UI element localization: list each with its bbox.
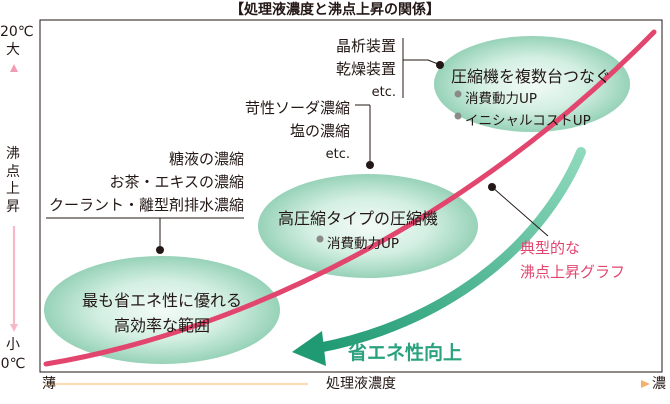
y-axis-arrow bbox=[10, 64, 18, 332]
mid-group-leader bbox=[355, 104, 371, 164]
curve-label-line: 典型的な bbox=[520, 239, 581, 257]
low-item: クーラント・離型剤排水濃縮 bbox=[48, 196, 244, 214]
y-axis-top-value: 20℃ bbox=[0, 24, 34, 40]
bullet-dot bbox=[316, 235, 324, 243]
curve-point-dot bbox=[488, 183, 496, 191]
low-item: お茶・エキスの濃縮 bbox=[109, 173, 244, 191]
y-axis-bottom-word: 小 bbox=[6, 337, 20, 353]
chart-frame bbox=[39, 19, 663, 373]
y-axis-bottom-value: 0℃ bbox=[0, 356, 26, 372]
low-group-items: 糖液の濃縮 お茶・エキスの濃縮 クーラント・離型剤排水濃縮 bbox=[49, 148, 244, 217]
high-item: etc. bbox=[371, 85, 396, 100]
mid-bubble-note: 消費動力UP bbox=[327, 236, 400, 252]
energy-saving-label: 省エネ性向上 bbox=[348, 342, 463, 364]
x-axis-right-label: 濃 bbox=[652, 376, 666, 392]
y-axis-label: 沸 点 上 昇 bbox=[0, 146, 26, 216]
x-axis-left-label: 薄 bbox=[42, 376, 56, 392]
mid-item: etc. bbox=[325, 147, 350, 162]
curve-label-leader bbox=[491, 186, 549, 237]
high-group-items: 晶析装置 乾燥装置 etc. bbox=[336, 35, 396, 104]
x-axis-arrow bbox=[44, 380, 650, 388]
low-concentration-bubble bbox=[44, 256, 280, 364]
y-axis-label-char: 沸 bbox=[6, 146, 20, 162]
y-axis-label-char: 昇 bbox=[6, 198, 20, 215]
low-group-leader bbox=[46, 217, 244, 249]
low-bubble-text: 最も省エネ性に優れる 高効率な範囲 bbox=[0, 288, 324, 338]
y-axis-top-word: 大 bbox=[6, 42, 20, 58]
mid-item: 苛性ソーダ濃縮 bbox=[244, 99, 350, 117]
mid-bubble-title: 高圧縮タイプの圧縮機 bbox=[278, 209, 439, 228]
high-group-dot bbox=[436, 61, 444, 69]
x-axis-label: 処理液濃度 bbox=[326, 376, 396, 392]
high-bubble-title: 圧縮機を複数台つなぐ bbox=[451, 67, 612, 86]
mid-group-dot bbox=[366, 161, 374, 169]
curve-label: 典型的な 沸点上昇グラフ bbox=[520, 236, 625, 284]
y-axis-label-char: 上 bbox=[6, 181, 20, 197]
low-item: 糖液の濃縮 bbox=[168, 150, 244, 168]
curve-label-line: 沸点上昇グラフ bbox=[520, 263, 626, 281]
low-bubble-line: 高効率な範囲 bbox=[113, 316, 210, 335]
energy-saving-arrow bbox=[292, 147, 586, 366]
low-bubble-line: 最も省エネ性に優れる bbox=[81, 291, 242, 310]
boiling-point-curve bbox=[43, 29, 657, 367]
mid-concentration-bubble bbox=[258, 174, 478, 278]
high-bubble-note: イニシャルコストUP bbox=[465, 113, 591, 129]
y-axis-label-char: 点 bbox=[6, 163, 20, 180]
mid-item: 塩の濃縮 bbox=[289, 122, 350, 140]
high-concentration-bubble bbox=[434, 36, 630, 132]
low-group-dot bbox=[156, 246, 164, 254]
high-item: 晶析装置 bbox=[335, 37, 396, 55]
mid-group-items: 苛性ソーダ濃縮 塩の濃縮 etc. bbox=[245, 97, 350, 166]
high-group-leader bbox=[402, 38, 439, 98]
high-item: 乾燥装置 bbox=[335, 60, 396, 78]
bullet-dot bbox=[454, 90, 462, 98]
high-bubble-note: 消費動力UP bbox=[465, 91, 538, 107]
bullet-dot bbox=[454, 112, 462, 120]
diagram-title: 【処理液濃度と沸点上昇の関係】 bbox=[230, 2, 440, 18]
